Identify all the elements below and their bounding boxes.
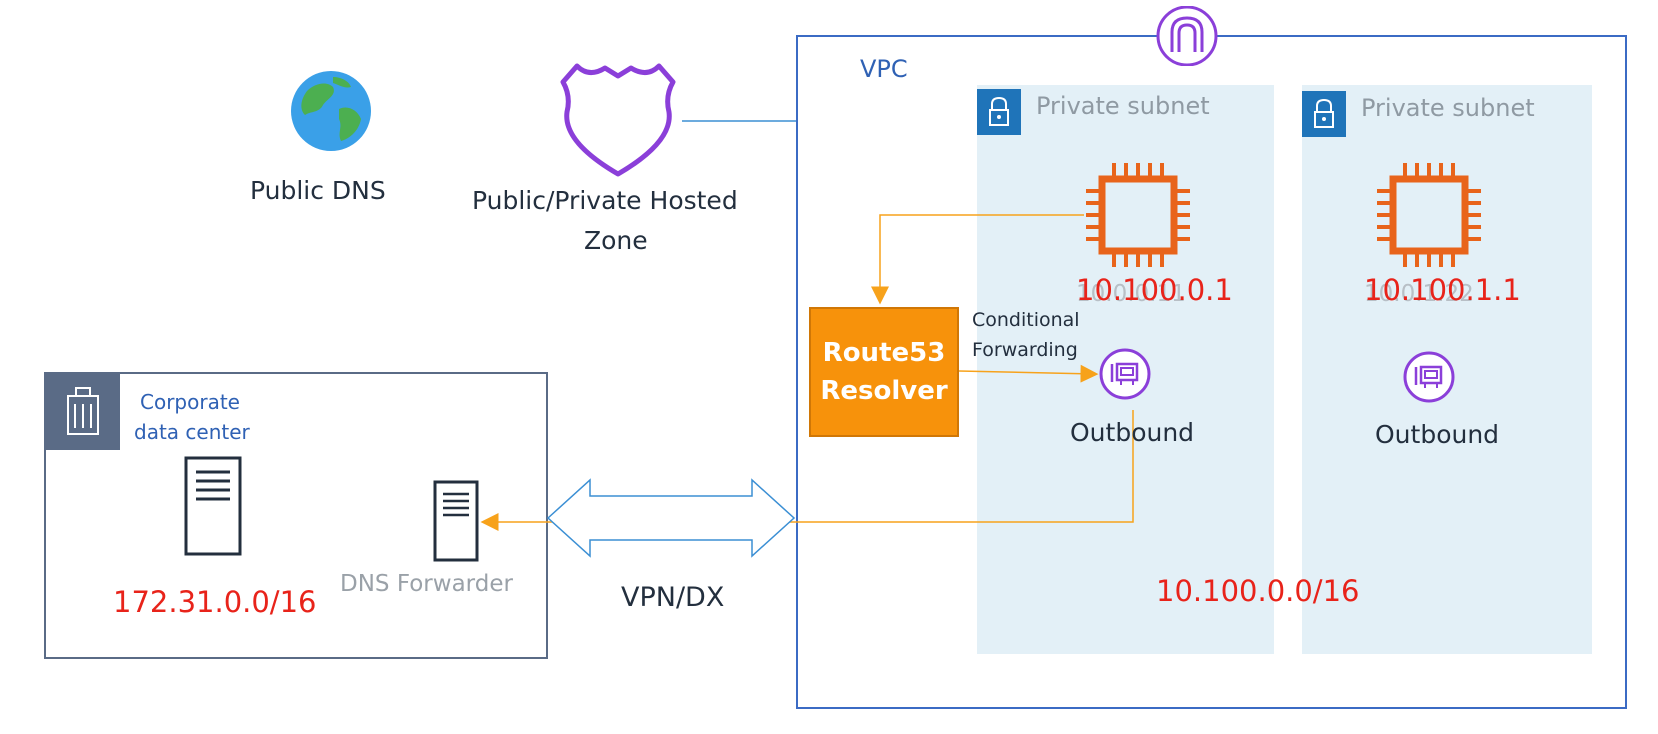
lock-icon	[1314, 98, 1334, 128]
building-icon	[67, 387, 99, 435]
vpn-dx-label: VPN/DX	[621, 582, 725, 613]
public-dns-label: Public DNS	[250, 176, 386, 205]
ec2-instance-icon-2	[1373, 161, 1485, 273]
hosted-zone-label-line1: Public/Private Hosted	[472, 186, 738, 215]
hosted-zone-label-line2: Zone	[584, 226, 648, 255]
lock-icon	[989, 96, 1009, 126]
vpn-dx-double-arrow	[546, 478, 796, 558]
outbound-endpoint-icon-2	[1403, 351, 1455, 407]
subnet-1-ip: 10.100.0.1	[1076, 273, 1233, 307]
route53-resolver-box: Route53 Resolver	[809, 307, 959, 437]
server-icon-large	[184, 456, 244, 562]
subnet-1-outbound-label: Outbound	[1070, 418, 1195, 447]
subnet-lock-badge-1	[977, 89, 1021, 135]
subnet-2-outbound-label: Outbound	[1375, 420, 1500, 449]
outbound-endpoint-icon-1	[1099, 348, 1151, 404]
subnet-1-label: Private subnet	[1036, 92, 1210, 120]
subnet-2-label: Private subnet	[1361, 94, 1535, 122]
subnet-2-ip: 10.100.1.1	[1364, 273, 1521, 307]
corporate-badge	[44, 374, 120, 450]
subnet-2-ghost-ip: 10.0.1.22	[1364, 281, 1474, 307]
forwarding-label-line1: Conditional	[972, 309, 1080, 331]
server-icon-forwarder	[433, 480, 481, 568]
ec2-instance-icon-1	[1082, 161, 1194, 273]
corporate-data-center-boundary	[44, 372, 548, 659]
resolver-to-outbound-flow	[958, 364, 1099, 383]
vpc-gateway-icon	[1154, 5, 1220, 70]
subnet-1-ghost-ip: 10.0.0.11	[1076, 281, 1186, 307]
subnet-lock-badge-2	[1302, 91, 1346, 137]
vpc-cidr: 10.100.0.0/16	[1156, 574, 1360, 608]
dns-forwarder-label: DNS Forwarder	[340, 571, 513, 597]
resolver-label-line2: Resolver	[820, 376, 948, 406]
forwarding-label-line2: Forwarding	[972, 339, 1078, 361]
ec2-to-resolver-flow	[871, 214, 1084, 305]
shield-icon	[557, 60, 679, 184]
corporate-label-line2: data center	[134, 420, 250, 444]
corporate-label-line1: Corporate	[140, 390, 240, 414]
vpc-label: VPC	[860, 55, 908, 83]
globe-icon	[289, 69, 373, 157]
resolver-label-line1: Route53	[822, 338, 946, 368]
corporate-cidr: 172.31.0.0/16	[113, 585, 317, 619]
